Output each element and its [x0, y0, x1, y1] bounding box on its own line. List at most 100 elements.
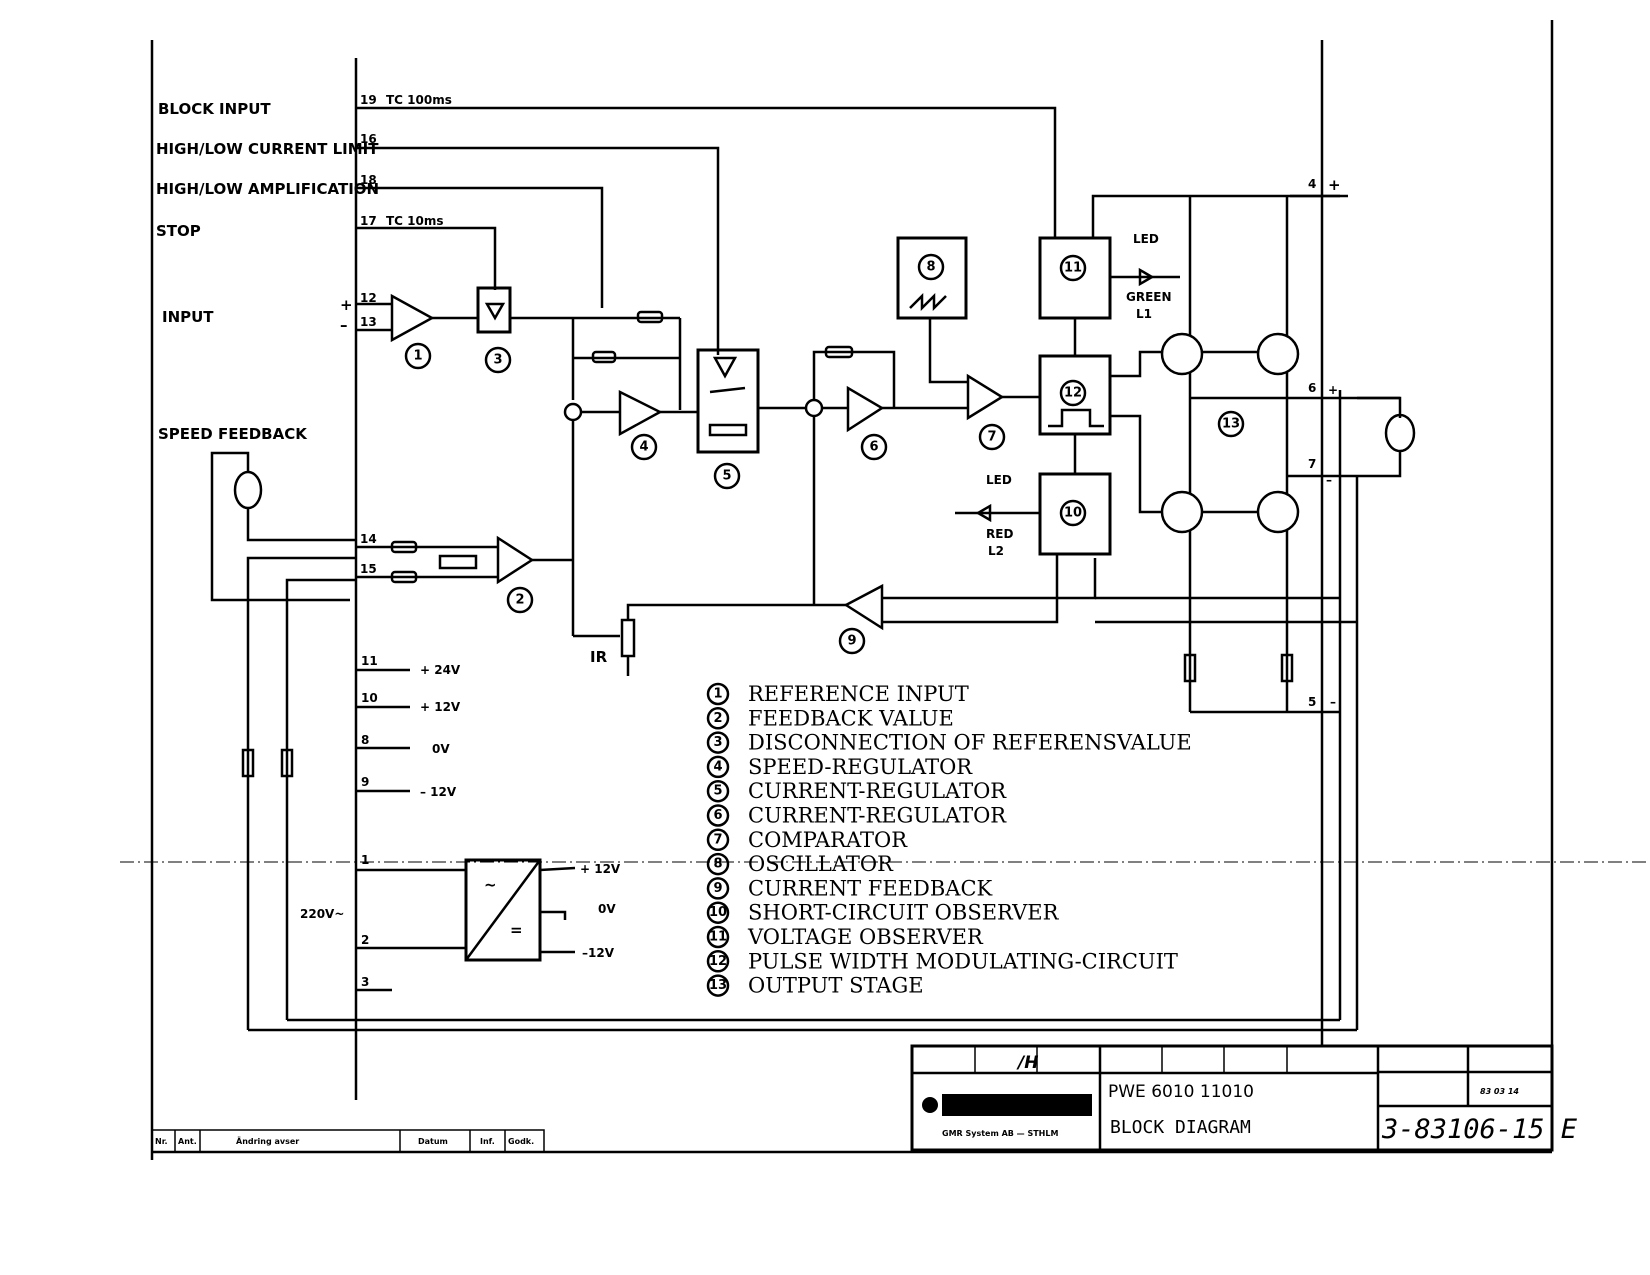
block-number-8: 8	[917, 253, 945, 281]
motor-icon	[1384, 413, 1416, 453]
pin-12: 12	[360, 291, 377, 305]
wire	[246, 508, 356, 542]
legend-number: 11	[709, 930, 727, 945]
legend-number: 9	[713, 881, 722, 896]
title-block: /H GMR System AB — STHLM PWE 6010 11010 …	[910, 1044, 1578, 1152]
pin-8: 8	[361, 733, 369, 747]
ir-potentiometer-icon	[620, 618, 636, 658]
revision-marks: /H	[1016, 1053, 1038, 1073]
block-number-text: 5	[722, 469, 731, 484]
rev-col-date: Datum	[418, 1137, 448, 1146]
legend-text: CURRENT-REGULATOR	[748, 779, 1007, 803]
stop-wire	[356, 226, 497, 290]
dc-symbol: =	[510, 921, 523, 939]
legend-number: 2	[713, 711, 722, 726]
wire	[1110, 414, 1162, 514]
block-input-wire	[356, 106, 1057, 237]
resistor-icon	[636, 310, 664, 324]
legend-number-circle	[706, 731, 730, 754]
block-number-12: 12	[1059, 379, 1087, 407]
block-number-text: 9	[847, 634, 856, 649]
rev-col-nr: Nr.	[155, 1137, 168, 1146]
legend-number-circle	[706, 901, 730, 924]
block-number-text: 10	[1064, 506, 1082, 521]
pin-2: 2	[361, 933, 369, 947]
resistor-icon	[390, 570, 418, 584]
block-number-text: 4	[639, 440, 648, 455]
block-number-text: 3	[493, 353, 502, 368]
wire	[1370, 451, 1402, 478]
legend-number-circle	[706, 877, 730, 900]
pin-17: 17	[360, 214, 377, 228]
legend-number: 13	[709, 978, 727, 993]
legend-text: VOLTAGE OBSERVER	[747, 925, 984, 949]
revision-table: Nr. Ant. Ändring avser Datum Inf. Godk.	[151, 1129, 545, 1153]
terminal-4-sign: +	[1328, 176, 1341, 194]
mains-220v-label: 220V~	[300, 907, 344, 921]
pin-14: 14	[360, 532, 377, 546]
led-l1-type: LED	[1133, 232, 1159, 246]
wire	[626, 603, 846, 620]
block-number-text: 12	[1064, 386, 1082, 401]
company-name: GMR System AB — STHLM	[942, 1129, 1058, 1138]
legend-item: 11 VOLTAGE OBSERVER	[706, 925, 984, 949]
block-11-voltage-observer	[1038, 236, 1112, 320]
supply-minus-12v: – 12V	[420, 785, 457, 799]
wire	[1091, 194, 1340, 237]
rev-col-change: Ändring avser	[236, 1136, 299, 1146]
pulse-icon	[1048, 408, 1104, 428]
switch-icon	[709, 386, 746, 394]
input-label-input: INPUT	[162, 308, 214, 326]
block-number-text: 11	[1064, 261, 1082, 276]
pin-16: 16	[360, 132, 377, 146]
legend-number: 7	[713, 832, 722, 847]
amplifier-9-icon	[843, 583, 884, 631]
transistor-icon	[1160, 490, 1204, 534]
relay-icon	[712, 356, 738, 379]
resistor-icon	[280, 748, 294, 778]
amplification-wire	[356, 186, 604, 308]
pin-3: 3	[361, 975, 369, 989]
legend-number-circle	[706, 852, 730, 876]
block-number-7: 7	[978, 423, 1006, 451]
amplifier-4-icon	[618, 389, 663, 437]
block-number-11: 11	[1059, 254, 1087, 282]
wire	[928, 318, 968, 384]
block-5-current-regulator	[696, 348, 760, 454]
terminal-7: 7	[1308, 457, 1316, 471]
conv-out-plus12: + 12V	[580, 862, 621, 876]
legend-number: 4	[713, 759, 722, 774]
input-minus-sign: –	[340, 316, 348, 334]
wire	[882, 554, 1059, 624]
block-number-6: 6	[860, 433, 888, 461]
pin-18: 18	[360, 173, 377, 187]
amplifier-6-icon	[846, 385, 885, 433]
sawtooth-icon	[909, 292, 947, 312]
legend-item: 7 COMPARATOR	[706, 828, 908, 852]
wire	[1357, 396, 1402, 418]
legend-text: CURRENT FEEDBACK	[748, 876, 993, 900]
led-l2-name: L2	[988, 544, 1004, 558]
legend-text: PULSE WIDTH MODULATING-CIRCUIT	[748, 949, 1178, 973]
terminal-7-sign: –	[1326, 473, 1332, 487]
supply-0v: 0V	[432, 742, 450, 756]
tachometer-icon	[233, 470, 263, 510]
wire	[539, 866, 576, 872]
pin-15: 15	[360, 562, 377, 576]
conv-out-0v: 0V	[598, 902, 616, 916]
relay-icon	[484, 302, 506, 321]
green-led-icon	[1138, 267, 1155, 287]
legend-text: DISCONNECTION OF REFERENSVALUE	[748, 731, 1192, 755]
legend-text: SPEED-REGULATOR	[748, 755, 973, 779]
legend-text: CURRENT-REGULATOR	[748, 804, 1007, 828]
transistor-icon	[1256, 332, 1300, 376]
legend-item: 4 SPEED-REGULATOR	[706, 755, 973, 779]
input-label-block: BLOCK INPUT	[158, 100, 271, 118]
legend-text: COMPARATOR	[748, 828, 908, 852]
supply-12v: + 12V	[420, 700, 461, 714]
ir-label: IR	[590, 648, 608, 666]
